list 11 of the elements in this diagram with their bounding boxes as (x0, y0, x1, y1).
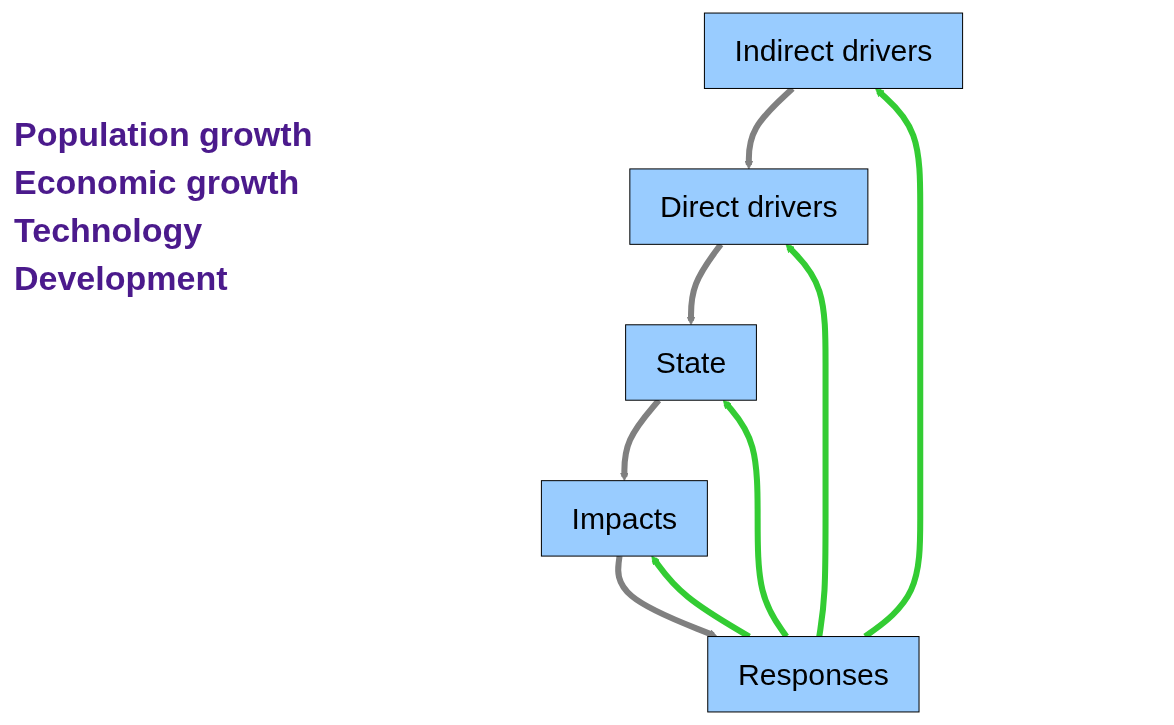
node-box: Indirect drivers (703, 12, 964, 89)
arrow (785, 243, 829, 637)
node-box: Responses (707, 636, 920, 713)
driver-label: Development (14, 258, 229, 299)
node-box: Direct drivers (629, 168, 869, 245)
driver-label: Population growth (14, 114, 314, 155)
node-box: State (625, 324, 757, 401)
arrow (615, 555, 718, 638)
driver-label: Technology (14, 210, 204, 251)
node-box: Impacts (540, 480, 708, 557)
driver-label: Economic growth (14, 162, 301, 203)
